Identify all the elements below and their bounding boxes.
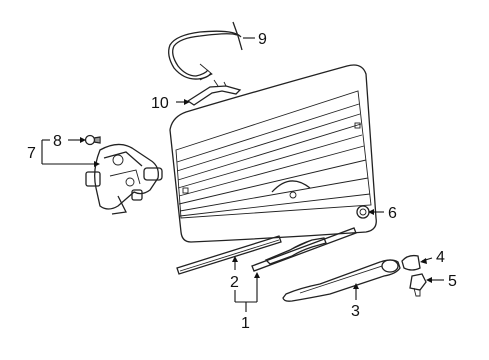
callout-2: 2 [230, 274, 239, 291]
callout-5: 5 [448, 273, 457, 290]
callout-8: 8 [53, 133, 62, 150]
washer-nozzle [186, 79, 242, 106]
arm-nut [409, 273, 427, 297]
washer-hose [168, 21, 243, 81]
wiper-arm [282, 259, 401, 302]
callout-3: 3 [351, 303, 360, 320]
pivot-cover [401, 254, 421, 271]
wiper-motor [85, 143, 163, 215]
callout-9: 9 [258, 31, 267, 48]
callout-6: 6 [388, 205, 397, 222]
pivot-nut [356, 205, 370, 219]
callout-1: 1 [241, 315, 250, 332]
wiper-blade [176, 235, 282, 275]
wiper-arm-and-blade [251, 227, 357, 272]
callout-4: 4 [436, 249, 445, 266]
callout-7: 7 [27, 145, 36, 162]
leader-lines [41, 37, 444, 312]
motor-screw [84, 134, 101, 146]
back-glass [169, 64, 377, 243]
callout-10: 10 [151, 95, 169, 112]
